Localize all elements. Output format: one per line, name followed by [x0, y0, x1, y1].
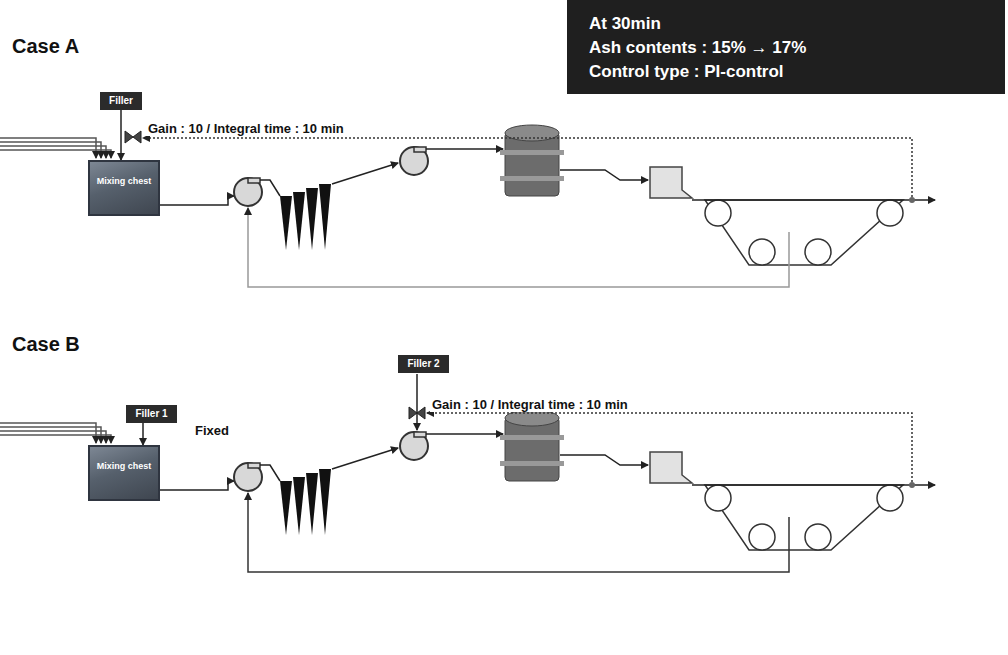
inlet-pipe — [0, 146, 106, 158]
pressure-screen — [505, 132, 559, 196]
pump-outlet — [414, 147, 426, 152]
pipe — [160, 481, 234, 490]
node-text: Mixing chest — [94, 176, 154, 187]
wire-roll — [805, 239, 831, 265]
screen-band — [500, 461, 564, 466]
wire-roll — [749, 239, 775, 265]
filler-box: Filler — [100, 92, 142, 110]
feedback-signal — [427, 413, 912, 482]
node-text: Filler 2 — [407, 358, 440, 370]
node-text: Control type : PI-control — [589, 60, 991, 84]
cleaner-cone — [280, 196, 292, 250]
pump-outlet — [414, 432, 426, 437]
headbox — [650, 452, 692, 483]
ash-sensor — [909, 197, 915, 203]
control-valve — [409, 407, 425, 419]
screen-band — [500, 435, 564, 440]
node-text: Filler 1 — [135, 408, 168, 420]
filler-box: Filler 1 — [126, 405, 177, 423]
inlet-pipe — [0, 150, 111, 158]
info-panel: At 30minAsh contents : 15% → 17%Control … — [567, 0, 1005, 94]
pump-symbol — [234, 463, 262, 491]
mixing-chest: Mixing chest — [88, 160, 160, 216]
sheet-line — [692, 484, 935, 486]
cleaner-cone — [319, 184, 331, 250]
controller-setting: Gain : 10 / Integral time : 10 min — [146, 121, 346, 136]
wire-roll — [749, 524, 775, 550]
white-water-recycle — [248, 208, 789, 287]
pipe — [332, 448, 398, 469]
pipe — [332, 163, 398, 184]
pipe — [426, 433, 503, 435]
screen-band — [500, 150, 564, 155]
pipe — [260, 180, 280, 196]
cleaner-cone — [319, 469, 331, 535]
wire-roll — [705, 200, 731, 226]
pump-symbol — [234, 178, 262, 206]
pipe — [260, 465, 280, 481]
node-text: Filler — [109, 95, 133, 107]
pump-symbol — [400, 147, 428, 175]
case-title: Case A — [10, 35, 81, 58]
pipe — [160, 196, 234, 205]
filler-box: Filler 2 — [398, 355, 449, 373]
mixing-chest: Mixing chest — [88, 445, 160, 501]
cleaner-cone — [293, 477, 305, 535]
cleaner-cone — [293, 192, 305, 250]
inlet-pipe — [0, 435, 111, 443]
node-text: At 30min — [589, 12, 991, 36]
wire-roll — [877, 200, 903, 226]
pipe — [426, 148, 503, 150]
pipe — [560, 455, 648, 465]
ash-sensor — [909, 482, 915, 488]
inlet-pipe — [0, 431, 106, 443]
forming-wire — [705, 485, 903, 550]
case-title: Case B — [10, 333, 82, 356]
pressure-screen — [505, 417, 559, 481]
wire-roll — [805, 524, 831, 550]
pipe — [560, 170, 648, 180]
node-text: Mixing chest — [94, 461, 154, 472]
filler-2-feed — [416, 374, 418, 430]
inlet-pipe — [0, 138, 96, 158]
inlet-pipe — [0, 423, 96, 443]
headbox — [650, 167, 692, 198]
forming-wire — [705, 200, 903, 265]
pump-symbol — [400, 432, 428, 460]
cleaner-cone — [306, 473, 318, 535]
pump-outlet — [248, 178, 260, 183]
control-valve — [125, 131, 141, 143]
feed-line — [142, 423, 144, 445]
feedback-signal — [143, 138, 912, 197]
wire-roll — [705, 485, 731, 511]
cleaner-cone — [280, 481, 292, 535]
fixed-note: Fixed — [193, 423, 231, 438]
controller-setting: Gain : 10 / Integral time : 10 min — [430, 397, 630, 412]
sheet-line — [692, 199, 935, 201]
cleaner-cone — [306, 188, 318, 250]
wire-roll — [877, 485, 903, 511]
white-water-recycle — [248, 493, 789, 572]
feed-line — [120, 110, 122, 160]
pump-outlet — [248, 463, 260, 468]
screen-band — [500, 176, 564, 181]
node-text: Ash contents : 15% → 17% — [589, 36, 991, 60]
